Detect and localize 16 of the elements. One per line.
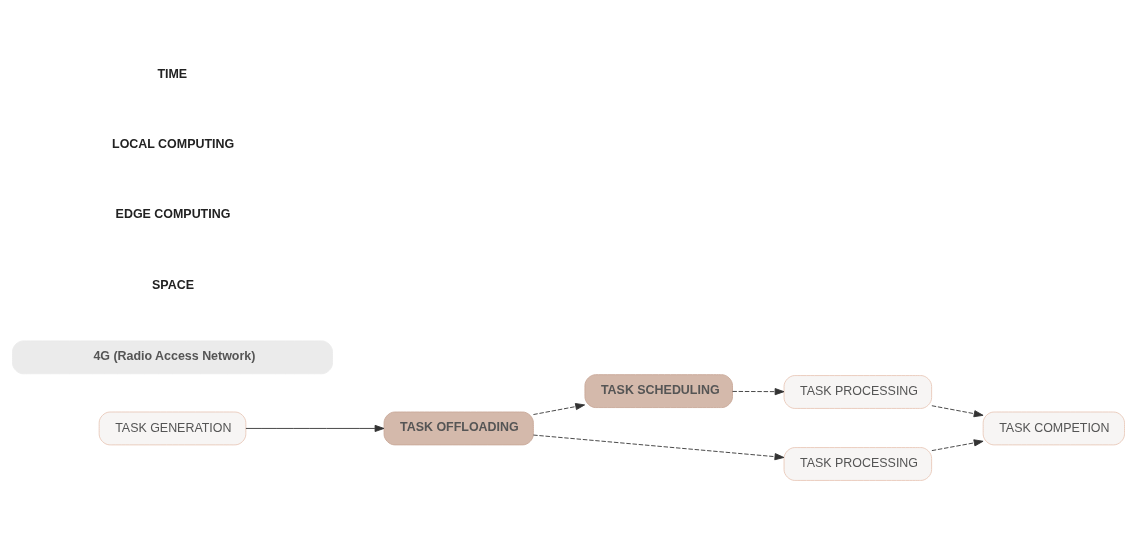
arrow — [931, 405, 984, 418]
arrow — [931, 439, 984, 452]
node-box: TASK SCHEDULING — [584, 374, 733, 408]
node-box: TASK COMPETION — [982, 411, 1125, 446]
label: EDGE COMPUTING — [115, 207, 231, 222]
label: SPACE — [152, 277, 194, 292]
arrow — [732, 388, 785, 396]
label: TIME — [157, 66, 188, 81]
node-box: TASK OFFLOADING — [383, 411, 534, 446]
arrow — [245, 424, 385, 432]
label: LOCAL COMPUTING — [112, 137, 235, 152]
node-box: TASK GENERATION — [98, 411, 247, 446]
node-box: TASK PROCESSING — [783, 375, 933, 409]
arrow — [532, 403, 586, 415]
arrow — [532, 434, 785, 461]
node-box: TASK PROCESSING — [783, 447, 933, 481]
